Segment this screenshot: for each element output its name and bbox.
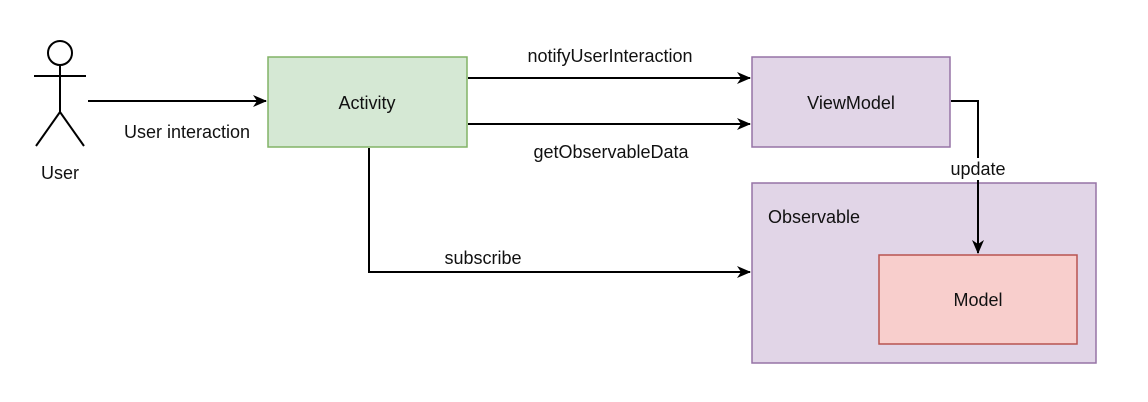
user-interaction-label: User interaction bbox=[124, 122, 250, 142]
activity-node-label: Activity bbox=[338, 93, 395, 113]
model-node bbox=[878, 254, 1078, 345]
subscribe-label: subscribe bbox=[444, 248, 521, 268]
get-observable-data-label: getObservableData bbox=[533, 142, 689, 162]
notify-label: notifyUserInteraction bbox=[527, 46, 692, 66]
subscribe-arrow bbox=[368, 148, 751, 278]
user-actor-icon bbox=[34, 40, 86, 147]
update-arrow bbox=[951, 100, 984, 254]
user-label: User bbox=[41, 163, 79, 183]
model-node-label: Model bbox=[953, 290, 1002, 310]
observable-label: Observable bbox=[768, 207, 860, 227]
update-label: update bbox=[950, 159, 1005, 179]
viewmodel-node bbox=[751, 56, 951, 148]
activity-node bbox=[267, 56, 468, 148]
update-label-background bbox=[942, 158, 1014, 180]
viewmodel-node-label: ViewModel bbox=[807, 93, 895, 113]
